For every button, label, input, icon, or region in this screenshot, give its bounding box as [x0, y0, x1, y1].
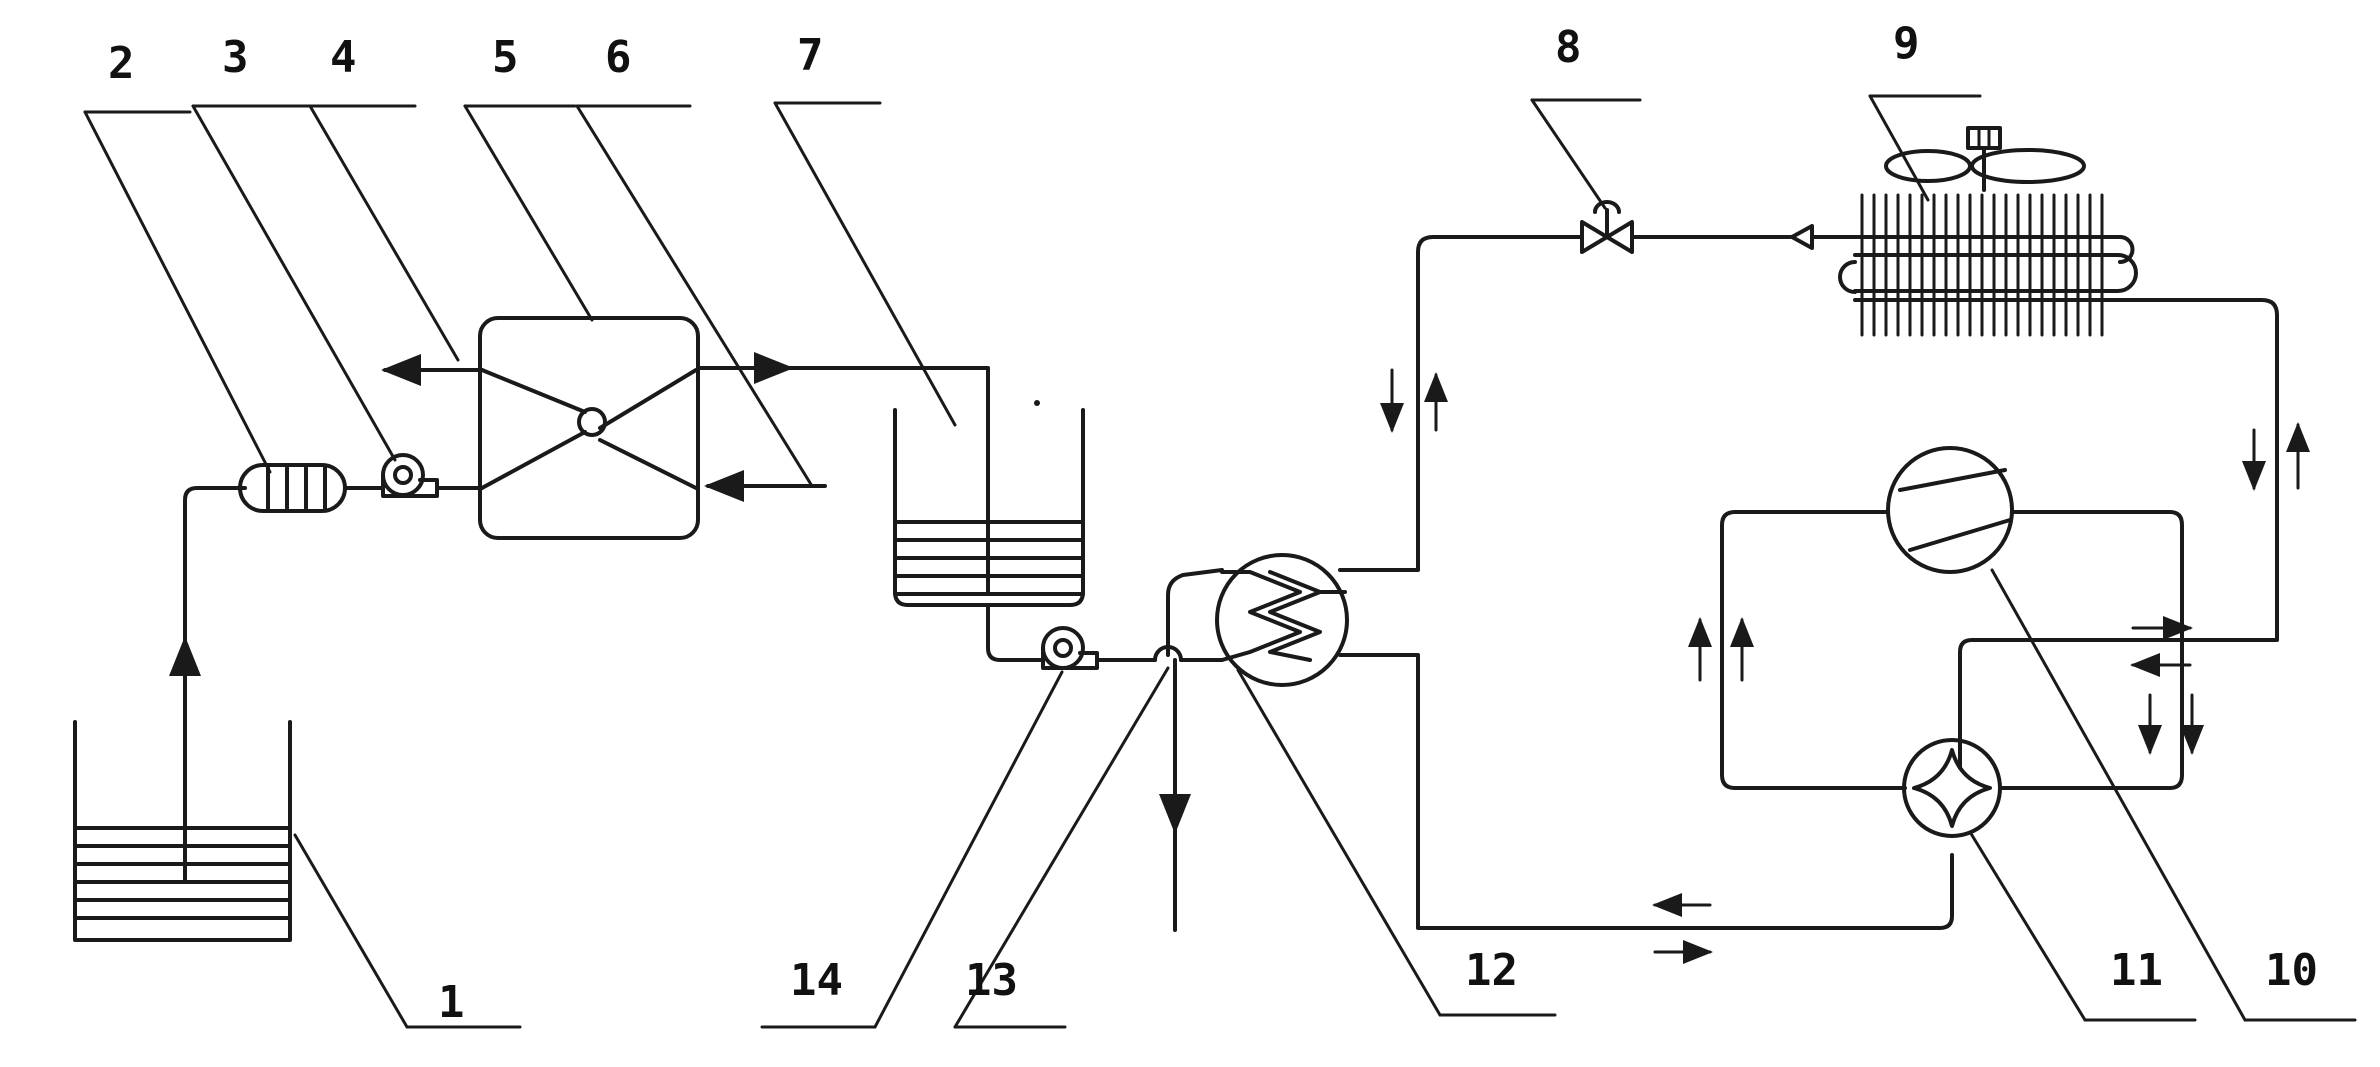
heat-exchanger-box-5 [478, 316, 700, 540]
finned-condenser-9 [1810, 193, 2138, 337]
pipe-exchanger-to-4way [1338, 653, 1954, 964]
pump-14 [1041, 626, 1157, 670]
label-5: 5 [492, 32, 519, 83]
compressor-10 [1688, 446, 2184, 790]
four-way-valve-11 [1902, 738, 2002, 838]
label-7: 7 [797, 30, 824, 81]
label-10: 10 [2265, 945, 2318, 996]
pipe-exchanger-to-valve [1338, 235, 1584, 572]
label-6: 6 [605, 32, 632, 83]
label-2: 2 [108, 38, 135, 89]
filter-2 [238, 463, 384, 513]
label-11: 11 [2110, 945, 2163, 996]
label-12: 12 [1465, 945, 1518, 996]
pipe-tank7-to-pump14 [986, 603, 1044, 662]
label-13: 13 [965, 955, 1018, 1006]
fan-9 [1884, 126, 2086, 192]
label-4: 4 [330, 32, 357, 83]
pump-3 [381, 453, 484, 498]
part-labels: 2 3 4 5 6 7 8 9 1 14 13 12 11 10 [108, 18, 2318, 1028]
pipe-condenser-to-4way [1958, 298, 2310, 770]
expansion-valve-8 [1580, 200, 1814, 254]
leader-lines [83, 94, 2357, 1029]
label-9: 9 [1893, 18, 1920, 69]
pipe-tank1-to-filter [169, 486, 247, 882]
label-1: 1 [438, 977, 465, 1028]
liquid-tank-1 [73, 720, 292, 942]
label-3: 3 [222, 32, 249, 83]
label-8: 8 [1555, 22, 1582, 73]
coil-exchanger-12 [1215, 553, 1349, 687]
label-14: 14 [790, 955, 843, 1006]
condenser-fins [1860, 193, 2104, 337]
pipe-box-to-tank7 [696, 352, 990, 542]
pipe-crossing-13 [1153, 568, 1224, 932]
